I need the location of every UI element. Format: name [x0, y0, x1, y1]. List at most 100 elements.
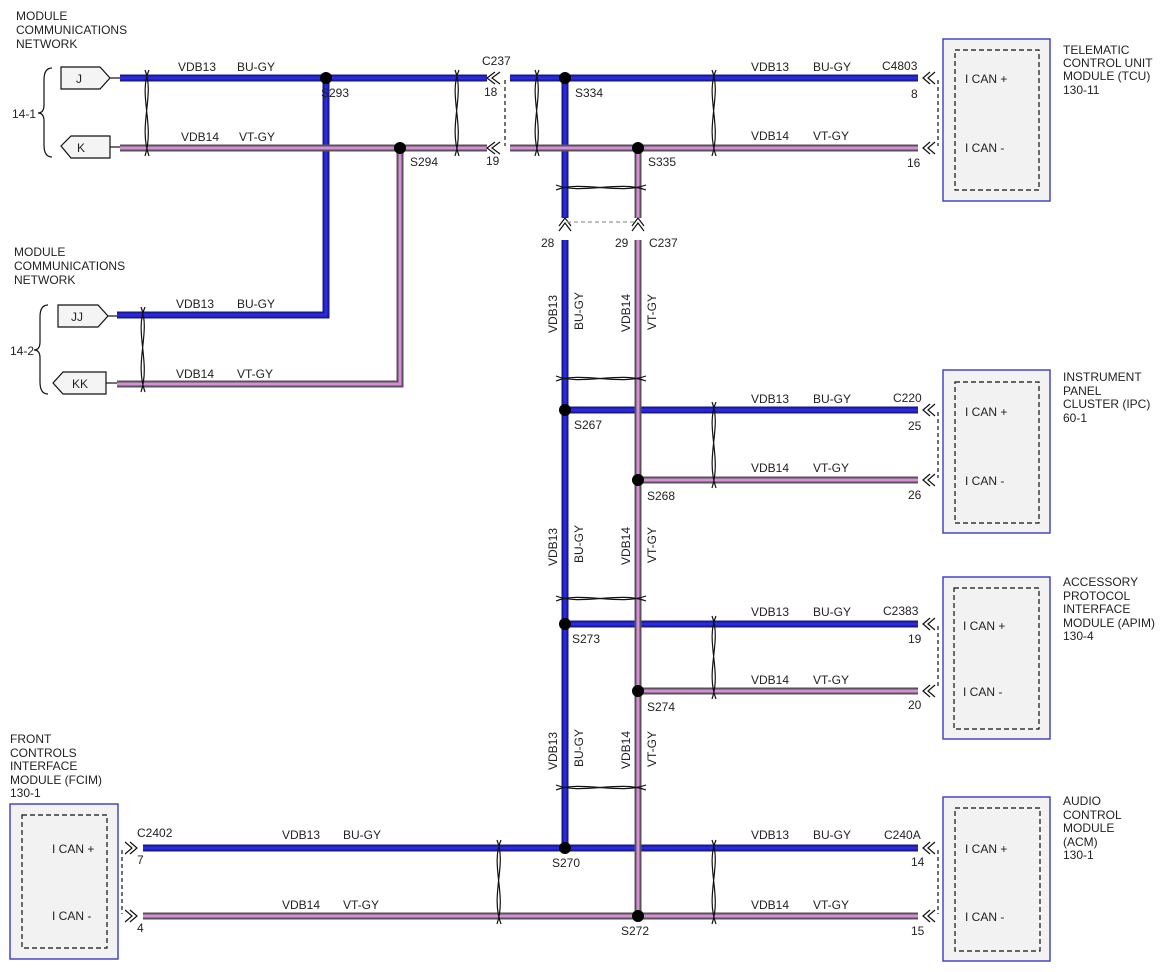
wire-id: VDB14 — [751, 129, 789, 143]
apim-title-2: PROTOCOL — [1063, 589, 1130, 603]
wire-id: VDB14 — [181, 130, 219, 144]
module-acm: I CAN + I CAN - C240A 14 15 AUDIO CONTRO… — [884, 794, 1122, 962]
fcim-title-3: INTERFACE — [10, 759, 77, 773]
c237-pin-18: 18 — [484, 85, 498, 99]
wire-color: VT-GY — [813, 129, 849, 143]
apim-pin-lo: 20 — [908, 698, 922, 712]
ipc-pin-label-lo: I CAN - — [965, 474, 1004, 488]
pin-jj: JJ — [71, 310, 83, 324]
wire-color: VT-GY — [645, 294, 659, 330]
ipc-pin-lo: 26 — [908, 488, 922, 502]
fcim-ref: 130-1 — [10, 786, 41, 800]
splice-s268 — [632, 474, 644, 486]
label-s334: S334 — [575, 86, 603, 100]
wire-id: VDB14 — [282, 898, 320, 912]
wire-color: VT-GY — [239, 130, 275, 144]
network-top-title-1: MODULE — [16, 9, 67, 23]
label-s272: S272 — [621, 924, 649, 938]
splice-s334 — [559, 72, 571, 84]
pin-j: J — [76, 72, 82, 86]
acm-title-2: CONTROL — [1063, 808, 1122, 822]
tcu-title-1: TELEMATIC — [1063, 43, 1130, 57]
module-apim: I CAN + I CAN - C2383 19 20 ACCESSORY PR… — [883, 575, 1155, 740]
wire-color: BU-GY — [572, 525, 586, 563]
tcu-connector: C4803 — [882, 59, 918, 73]
ipc-pin-label-hi: I CAN + — [965, 405, 1007, 419]
tcu-title-2: CONTROL UNIT — [1063, 56, 1153, 70]
splice-s267 — [559, 404, 571, 416]
acm-ref: 130-1 — [1063, 848, 1094, 862]
wire-color: BU-GY — [813, 605, 851, 619]
apim-title-4: MODULE (APIM) — [1063, 616, 1155, 630]
ipc-pin-hi: 25 — [908, 419, 922, 433]
label-s268: S268 — [647, 489, 675, 503]
fcim-pin-label-lo: I CAN - — [52, 909, 91, 923]
wire-color: VT-GY — [645, 527, 659, 563]
splice-s335 — [632, 142, 644, 154]
wire-id: VDB13 — [751, 605, 789, 619]
acm-pin-lo: 15 — [911, 924, 925, 938]
wire-color: VT-GY — [645, 731, 659, 767]
apim-pin-hi: 19 — [908, 632, 922, 646]
fcim-title-2: CONTROLS — [10, 746, 77, 760]
wire-color: BU-GY — [572, 292, 586, 330]
wire-id: VDB14 — [751, 898, 789, 912]
tcu-pin-hi: 8 — [911, 87, 918, 101]
splice-s294 — [394, 142, 406, 154]
ipc-ref: 60-1 — [1063, 411, 1087, 425]
splice-s273 — [559, 618, 571, 630]
wire-color: VT-GY — [813, 673, 849, 687]
acm-pin-label-lo: I CAN - — [965, 910, 1004, 924]
module-fcim: I CAN + I CAN - C2402 7 4 FRONT CONTROLS… — [9, 732, 173, 960]
tcu-title-3: MODULE (TCU) — [1063, 69, 1150, 83]
tcu-ref: 130-11 — [1063, 83, 1100, 97]
wire-color: BU-GY — [813, 392, 851, 406]
wire-id: VDB13 — [751, 392, 789, 406]
ipc-connector: C220 — [893, 391, 922, 405]
wire-color: BU-GY — [813, 60, 851, 74]
c237-name-bottom: C237 — [649, 236, 678, 250]
acm-pin-hi: 14 — [911, 855, 925, 869]
wire-id: VDB13 — [751, 60, 789, 74]
wire-id: VDB14 — [751, 461, 789, 475]
acm-title-4: (ACM) — [1063, 835, 1098, 849]
network-bottom-title-3: NETWORK — [14, 273, 75, 287]
wire-id: VDB13 — [178, 60, 216, 74]
network-bottom: MODULE COMMUNICATIONS NETWORK 14-2 JJ KK — [10, 245, 125, 395]
apim-connector: C2383 — [883, 604, 919, 618]
pin-tag-j — [60, 66, 111, 90]
pin-kk: KK — [72, 377, 88, 391]
wire-id: VDB13 — [546, 295, 560, 333]
pin-tag-jj — [57, 304, 109, 328]
apim-pin-label-lo: I CAN - — [963, 685, 1002, 699]
wire-id: VDB14 — [176, 367, 214, 381]
c237-pin-29: 29 — [615, 236, 629, 250]
apim-ref: 130-4 — [1063, 629, 1094, 643]
pin-k: K — [77, 141, 85, 155]
label-s293: S293 — [321, 86, 349, 100]
fcim-title-4: MODULE (FCIM) — [10, 773, 102, 787]
label-s270: S270 — [552, 856, 580, 870]
wire-labels: VDB13 BU-GY VDB14 VT-GY VDB13 BU-GY VDB1… — [176, 60, 851, 912]
wire-color: VT-GY — [237, 367, 273, 381]
wire-color: BU-GY — [572, 729, 586, 767]
ipc-title-1: INSTRUMENT — [1063, 370, 1142, 384]
pin-tag-k — [60, 135, 111, 159]
c237-pin-28: 28 — [541, 236, 555, 250]
acm-title-3: MODULE — [1063, 821, 1114, 835]
wire-id: VDB14 — [751, 673, 789, 687]
tcu-pin-label-hi: I CAN + — [965, 72, 1007, 86]
wire-id: VDB13 — [176, 297, 214, 311]
label-s274: S274 — [647, 700, 675, 714]
wire-id: VDB13 — [546, 528, 560, 566]
splices: S293 S294 S334 S335 S267 S268 S273 S274 … — [320, 72, 676, 938]
network-bottom-title-1: MODULE — [14, 245, 65, 259]
acm-connector: C240A — [884, 828, 921, 842]
vertical-wire-labels: VDB13 BU-GY VDB14 VT-GY VDB13 BU-GY VDB1… — [546, 292, 659, 770]
module-ipc: I CAN + I CAN - C220 25 26 INSTRUMENT PA… — [893, 369, 1150, 534]
wire-id: VDB14 — [619, 731, 633, 769]
splice-s274 — [632, 685, 644, 697]
wire-id: VDB13 — [546, 732, 560, 770]
wire-color: BU-GY — [813, 828, 851, 842]
label-s335: S335 — [648, 155, 676, 169]
